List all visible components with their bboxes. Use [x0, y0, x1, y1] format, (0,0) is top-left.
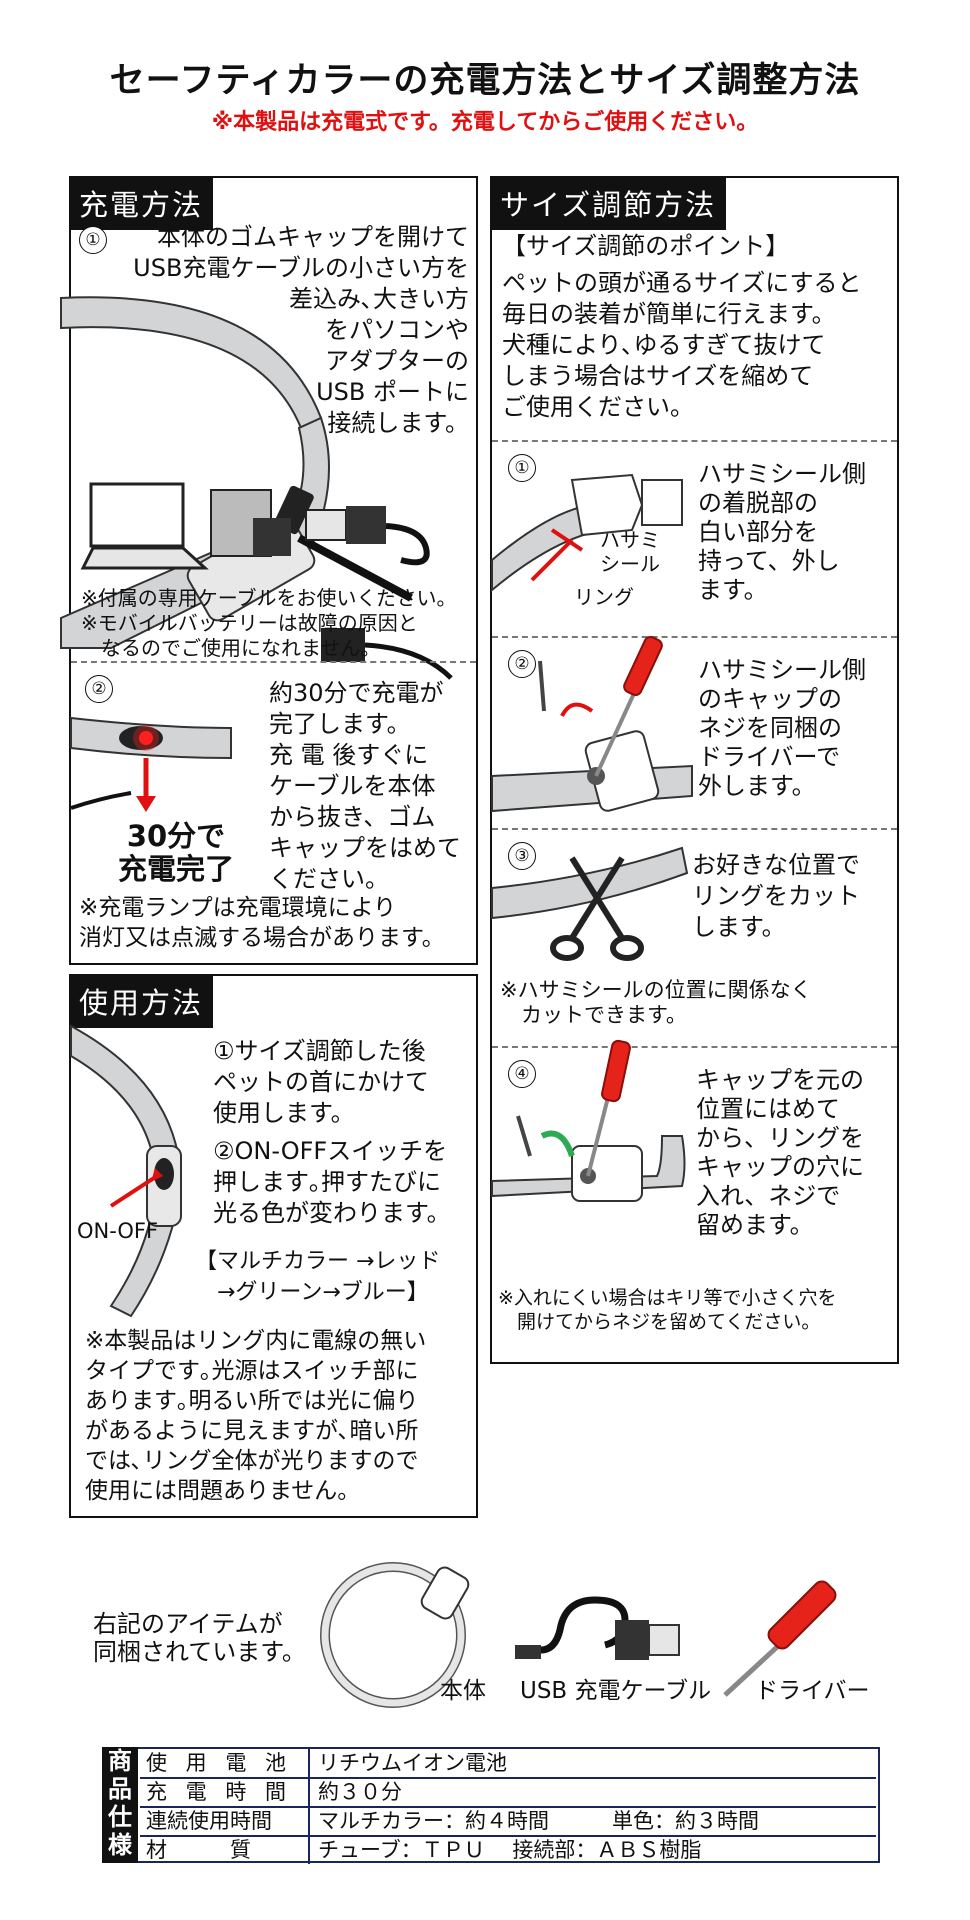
usb-cable-icon: [515, 1596, 680, 1660]
size-step2-text: ハサミシール側 のキャップの ネジを同梱の ドライバーで 外します。: [698, 656, 866, 800]
collar-switch-illustration: [70, 1024, 183, 1318]
usage-color-order: 【マルチカラー →レッド →グリーン→ブルー】: [195, 1249, 441, 1305]
screwdriver-cap-illustration: [491, 635, 693, 813]
size-point-title: 【サイズ調節のポイント】: [502, 232, 790, 260]
page-title: セーフティカラーの充電方法とサイズ調整方法: [109, 61, 861, 101]
spec-row: 充 電 時 間 約３０分: [140, 1778, 876, 1808]
scissors-cut-illustration: [491, 846, 689, 961]
spec-divider: [308, 1749, 310, 1777]
size-divider-2: [492, 636, 897, 638]
size-step3-note: ※ハサミシールの位置に関係なく カットできます。: [500, 978, 812, 1027]
spec-label-runtime: 連続使用時間: [146, 1809, 272, 1833]
outlet-plug-icon: [210, 489, 430, 566]
spec-label-charge-time: 充 電 時 間: [146, 1780, 293, 1804]
size-divider-3: [492, 828, 897, 830]
charging-done-label: 30分で 充電完了: [117, 819, 234, 886]
charging-notes: ※付属の専用ケーブルをお使いください。 ※モバイルバッテリーは故障の原因と なる…: [81, 586, 457, 660]
size-divider-4: [492, 1046, 897, 1048]
charging-step2-number: ②: [85, 675, 113, 703]
size-step4-number: ④: [508, 1060, 536, 1088]
charging-lamp-illustration: [70, 716, 232, 812]
size-ring-label: リング: [574, 585, 634, 609]
spec-label-battery: 使 用 電 池: [146, 1751, 293, 1775]
size-step3-number: ③: [508, 842, 536, 870]
size-step4-text: キャップを元の 位置にはめて から、リングを キャップの穴に 入れ、ネジで 留め…: [696, 1066, 864, 1239]
charging-step1-number: ①: [79, 226, 107, 254]
charging-divider: [71, 661, 476, 663]
collar-seal-illustration: [491, 473, 683, 593]
size-header: サイズ調節方法: [492, 178, 727, 230]
usage-note: ※本製品はリング内に電線の無い タイプです｡光源はスイッチ部に あります｡明るい…: [85, 1328, 427, 1504]
spec-divider: [308, 1778, 310, 1806]
screwdriver-icon: [723, 1580, 837, 1697]
charging-step1-text: 本体のゴムキャップを開けて USB充電ケーブルの小さい方を 差込み､大きい方 を…: [133, 223, 469, 437]
usage-step2: ②ON-OFFスイッチを 押します｡押すたびに 光る色が変わります。: [213, 1137, 451, 1227]
spec-side-label: 商 品 仕 様: [102, 1747, 138, 1863]
spec-row: 連続使用時間 マルチカラー：約４時間 単色：約３時間: [140, 1807, 876, 1837]
spec-value-material: チューブ：ＴＰＵ 接続部：ＡＢＳ樹脂: [318, 1838, 702, 1862]
spec-value-charge-time: 約３０分: [318, 1780, 402, 1804]
spec-value-runtime: マルチカラー：約４時間 単色：約３時間: [318, 1809, 759, 1833]
included-item-body: 本体: [440, 1678, 486, 1704]
size-step1-number: ①: [508, 454, 536, 482]
size-section: サイズ調節方法 【サイズ調節のポイント】 ペットの頭が通るサイズにすると 毎日の…: [490, 176, 899, 1364]
size-divider-1: [492, 440, 897, 442]
laptop-icon: [80, 482, 209, 570]
size-scissor-seal-label: ハサミ シール: [600, 528, 660, 576]
spec-divider: [308, 1807, 310, 1835]
collar-ring-icon: [320, 1562, 470, 1708]
usage-step1: ①サイズ調節した後 ペットの首にかけて 使用します。: [213, 1037, 429, 1127]
size-step1-text: ハサミシール側 の着脱部の 白い部分を 持って、外し ます。: [698, 460, 866, 604]
size-step4-note: ※入れにくい場合はキリ等で小さく穴を 開けてからネジを留めてください。: [498, 1287, 837, 1333]
spec-label-material: 材 質: [146, 1838, 251, 1862]
spec-value-battery: リチウムイオン電池: [318, 1751, 507, 1775]
usage-header: 使用方法: [71, 976, 214, 1028]
charging-step2-text: 約30分で充電が 完了します。 充 電 後すぐに ケーブルを本体 から抜き、ゴム…: [269, 679, 461, 893]
charging-lamp-note: ※充電ランプは充電環境により 消灯又は点滅する場合があります。: [79, 895, 445, 951]
spec-row: 使 用 電 池 リチウムイオン電池: [140, 1749, 876, 1779]
page-subtitle: ※本製品は充電式です。充電してからご使用ください。: [211, 110, 759, 135]
charging-header: 充電方法: [71, 178, 214, 230]
included-text: 右記のアイテムが 同梱されています。: [93, 1610, 306, 1666]
usage-onoff-label: ON-OFF: [77, 1219, 159, 1243]
spec-divider: [308, 1836, 310, 1864]
charging-section: 充電方法 ① 本体のゴムキャップを開けて USB充電ケーブルの小さい方を 差込み…: [60, 176, 478, 965]
included-item-driver: ドライバー: [755, 1678, 870, 1704]
usage-section: 使用方法 ON-OFF ①サイズ調節した後 ペットの首にかけて 使用します。 ②…: [69, 974, 478, 1518]
screwdriver-attach-illustration: [491, 1039, 686, 1202]
spec-row: 材 質 チューブ：ＴＰＵ 接続部：ＡＢＳ樹脂: [140, 1836, 876, 1864]
size-point-text: ペットの頭が通るサイズにすると 毎日の装着が簡単に行えます。 犬種により､ゆるす…: [502, 269, 862, 421]
size-step2-number: ②: [508, 650, 536, 678]
size-step3-text: お好きな位置で リングをカット します。: [692, 851, 860, 941]
included-item-cable: USB 充電ケーブル: [520, 1678, 712, 1704]
